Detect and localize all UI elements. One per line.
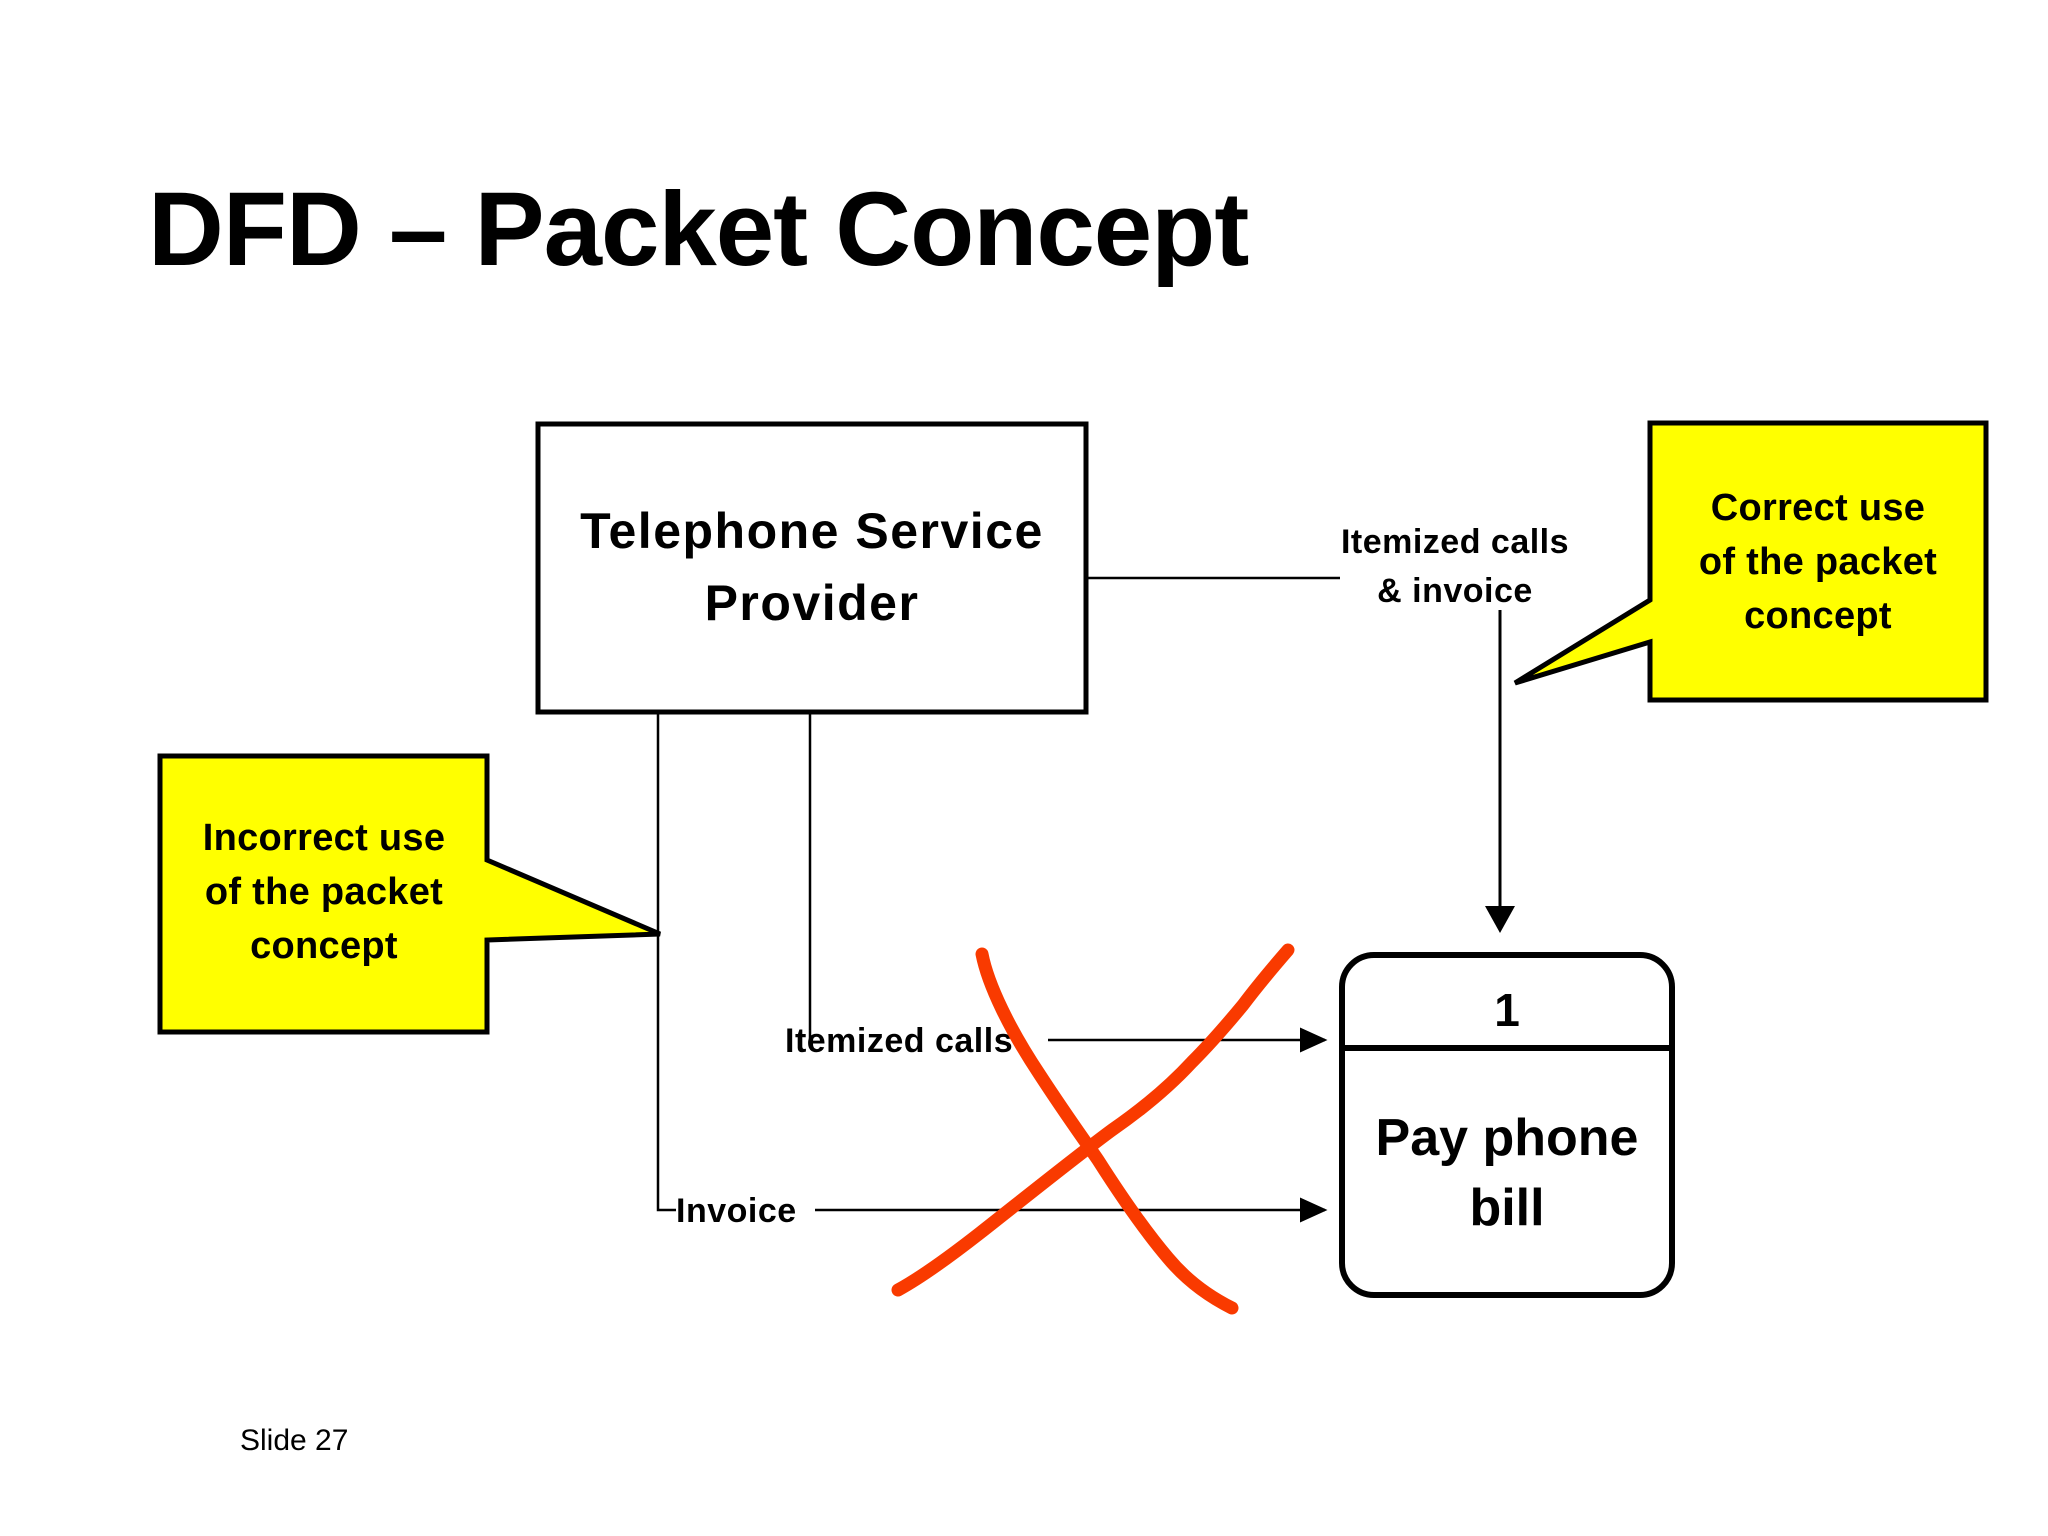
- entity-label-line1: Telephone Service: [580, 503, 1044, 559]
- callout-bubble: [1513, 420, 1989, 703]
- callout-line1: Incorrect use: [203, 817, 446, 859]
- flow-label-invoice: Invoice: [676, 1192, 797, 1230]
- flow-label-line2: & invoice: [1377, 572, 1533, 610]
- flow-itemized-calls[interactable]: Itemized calls: [785, 712, 1328, 1060]
- red-cross-out-icon: [891, 943, 1295, 1315]
- process-label-line2: bill: [1469, 1179, 1544, 1237]
- callout-bubble: [157, 753, 661, 1035]
- flow-invoice[interactable]: Invoice: [656, 712, 1328, 1230]
- flow-label-line1: Itemized calls: [1341, 523, 1569, 561]
- callout-correct-use[interactable]: Correct use of the packet concept: [1513, 420, 1989, 703]
- callout-line3: concept: [1744, 595, 1892, 637]
- flow-line-drop: [656, 712, 676, 1212]
- slide-number: Slide 27: [240, 1424, 349, 1457]
- process-number: 1: [1494, 984, 1520, 1036]
- entity-box: [535, 421, 1089, 715]
- flow-itemized-calls-and-invoice[interactable]: Itemized calls & invoice: [1086, 523, 1569, 933]
- callout-line1: Correct use: [1711, 487, 1926, 529]
- callout-line2: of the packet: [1699, 541, 1937, 583]
- process-label-line1: Pay phone: [1376, 1109, 1639, 1167]
- callout-line2: of the packet: [205, 871, 443, 913]
- process-box: [1339, 952, 1675, 1298]
- entity-telephone-service-provider[interactable]: Telephone Service Provider: [535, 421, 1089, 715]
- red-stroke-down-right: [975, 947, 1239, 1315]
- flow-label-itemized-calls: Itemized calls: [785, 1022, 1013, 1060]
- red-stroke-down-left: [891, 943, 1295, 1297]
- callout-incorrect-use[interactable]: Incorrect use of the packet concept: [157, 753, 661, 1035]
- page-title: DFD – Packet Concept: [148, 171, 1249, 288]
- entity-label-line2: Provider: [705, 575, 920, 631]
- process-pay-phone-bill[interactable]: 1 Pay phone bill: [1339, 952, 1675, 1298]
- callout-line3: concept: [250, 925, 398, 967]
